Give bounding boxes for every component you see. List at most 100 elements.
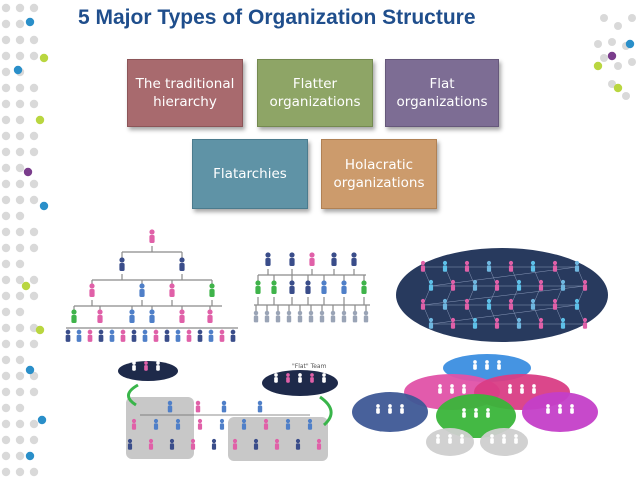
person-icon [486,298,492,310]
decorative-dot-icon [29,3,39,13]
person-icon [253,438,259,450]
person-icon [502,434,506,444]
decorative-dot-icon [1,163,11,173]
person-icon [546,404,550,414]
decorative-dot-icon [29,147,39,157]
decorative-dot-icon [29,371,39,381]
person-icon [516,317,522,329]
person-icon [71,309,77,323]
person-icon [309,252,315,266]
decorative-dot-icon [15,211,25,221]
decorative-dot-icon [600,54,608,62]
person-icon [76,329,82,342]
decorative-dot-icon [29,227,39,237]
person-icon [388,404,392,414]
person-icon [87,329,93,342]
person-icon [420,298,426,310]
decorative-dot-icon [15,355,25,365]
person-icon [264,310,270,323]
person-icon [341,280,347,294]
decorative-dot-icon [15,115,25,125]
person-icon [486,260,492,272]
person-icon [179,257,185,271]
person-icon [197,329,203,342]
person-icon [149,229,155,243]
person-icon [271,280,277,294]
person-icon [516,279,522,291]
person-icon [552,298,558,310]
decorative-dot-icon [29,387,39,397]
decorative-dot-icon [29,131,39,141]
decorative-dot-icon [15,131,25,141]
decorative-dot-icon [1,83,11,93]
decorative-dot-icon [15,467,25,477]
person-icon [494,279,500,291]
decorative-dot-icon [607,51,617,61]
person-icon [307,418,313,430]
person-icon [109,329,115,342]
person-icon [448,434,452,444]
decorative-dot-icon [1,131,11,141]
person-icon [255,280,261,294]
decorative-dot-icon [15,19,25,29]
decorative-dot-icon [1,147,11,157]
decorative-dot-icon [593,61,603,71]
person-icon [558,404,562,414]
person-icon [462,384,466,394]
person-icon [149,309,155,323]
decorative-dot-icon [15,451,25,461]
person-icon [175,329,181,342]
person-icon [460,434,464,444]
person-icon [316,438,322,450]
flat-team-label-right: "Flat" Team [292,363,327,370]
decorative-dot-icon [1,355,11,365]
person-icon [341,310,347,323]
decorative-dot-icon [1,403,11,413]
type-box-flatarchies: Flatarchies [192,139,308,209]
person-icon [148,438,154,450]
decorative-dot-icon [13,65,23,75]
person-icon [127,438,133,450]
person-icon [473,360,477,370]
decorative-dot-icon [1,35,11,45]
decorative-dot-icon [29,275,39,285]
person-icon [142,329,148,342]
person-icon [207,309,213,323]
person-icon [450,279,456,291]
person-icon [582,317,588,329]
person-icon [351,252,357,266]
decorative-dot-icon [608,80,616,88]
person-icon [490,434,494,444]
person-icon [508,260,514,272]
decorative-dot-icon [37,415,47,425]
decorative-dot-icon [1,339,11,349]
decorative-dot-icon [15,371,25,381]
person-icon [472,279,478,291]
decorative-dot-icon [600,14,608,22]
decorative-dot-icon [1,211,11,221]
decorative-dot-icon [608,38,616,46]
person-icon [450,317,456,329]
person-icon [508,384,512,394]
type-box-holacratic-organizations: Holacratic organizations [321,139,437,209]
person-icon [538,279,544,291]
person-icon [322,373,326,383]
person-icon [532,384,536,394]
person-icon [508,298,514,310]
decorative-dot-icon [594,40,602,48]
decorative-dot-icon [1,227,11,237]
decorative-dot-icon [29,99,39,109]
decorative-dot-icon [1,67,11,77]
decorative-dot-icon [613,83,623,93]
person-icon [472,317,478,329]
person-icon [310,373,314,383]
person-icon [190,438,196,450]
decorative-dot-icon [29,195,39,205]
person-icon [289,280,295,294]
traditional-hierarchy-diagram [65,229,238,342]
person-icon [552,260,558,272]
person-icon [530,298,536,310]
person-icon [319,310,325,323]
person-icon [257,400,263,413]
decorative-dot-icon [1,259,11,269]
